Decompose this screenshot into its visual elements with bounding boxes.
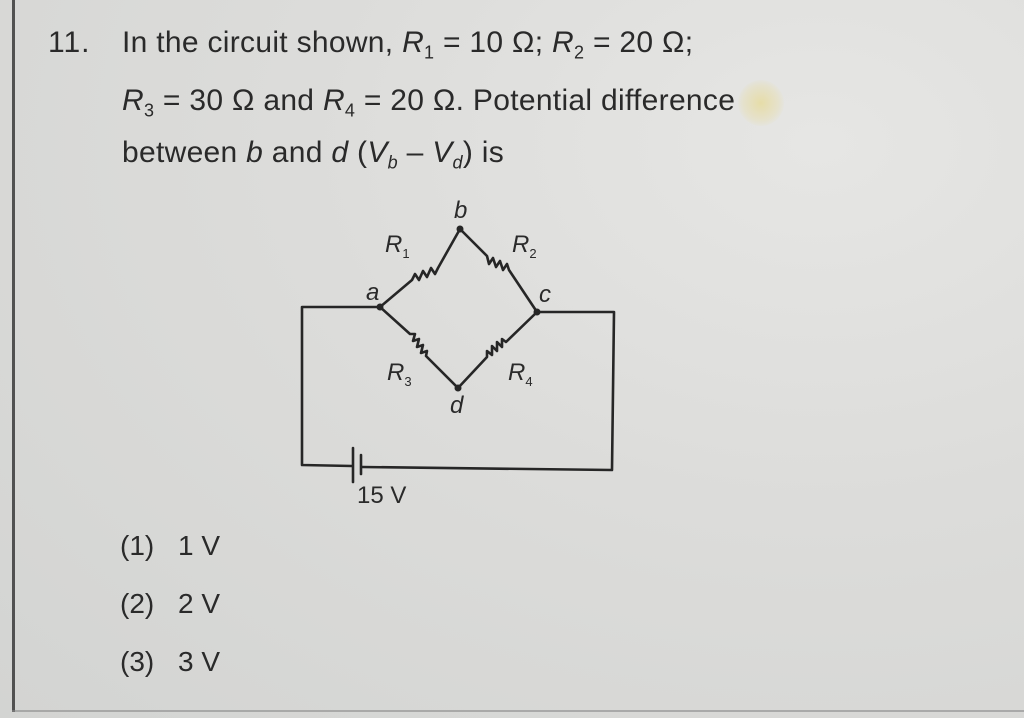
option-2[interactable]: (2) 2 V [120,588,220,620]
vb-symbol: V [367,136,388,169]
node-b-dot [456,225,464,233]
r2-diagram-label: R2 [512,231,537,261]
r2-subscript: 2 [574,42,585,63]
wire-a-b [378,227,462,309]
node-b-label: b [454,197,467,224]
option-1[interactable]: (1) 1 V [120,530,220,562]
r3-diagram-label: R3 [387,359,412,389]
wire-right-loop [360,310,616,472]
wire-d-c [456,310,539,390]
open-paren: ( [348,136,368,169]
r1-value: = 10 Ω; [434,26,553,59]
highlighter-smudge [738,80,784,126]
r3-symbol: R [122,84,144,117]
r4-subscript: 4 [344,100,356,121]
wire-left-loop [300,305,382,468]
minus-sign: – [397,136,433,169]
r1-symbol: R [402,26,425,59]
question-number: 11. [48,26,91,59]
vd-symbol: V [432,136,453,169]
r4-diagram-label: R4 [508,359,533,389]
question-line-1: In the circuit shown, R1 = 10 Ω; R2 = 20… [122,26,693,63]
question-line-2: R3 = 30 Ω and R4 = 20 Ω. Potential diffe… [122,84,735,121]
close-paren-is: ) is [462,136,505,169]
node-c-label: c [539,281,551,308]
option-3-number: (3) [120,646,155,677]
node-b-ref: b [246,136,264,169]
node-a-dot [376,303,384,311]
page-margin-line [12,0,15,712]
wire-b-c [458,227,539,314]
battery-voltage-label: 15 V [357,482,406,509]
r1-diagram-label: R1 [385,231,410,261]
node-d-label: d [450,392,464,419]
r3-subscript: 3 [143,100,155,121]
r2-symbol: R [552,26,575,59]
option-2-number: (2) [120,588,155,619]
between-text: between [122,136,247,169]
vb-subscript: b [387,152,398,173]
r4-symbol: R [322,84,345,117]
node-a-label: a [366,279,379,306]
option-3-text: 3 V [178,646,221,677]
r3-value: = 30 Ω and [154,84,323,117]
option-2-text: 2 V [178,588,221,619]
question-prefix: In the circuit shown, [122,26,403,59]
question-line-3: between b and d (Vb – Vd) is [122,136,504,173]
node-c-dot [533,308,541,316]
r4-value: = 20 Ω. Potential difference [355,84,736,117]
r1-subscript: 1 [424,42,435,63]
option-1-text: 1 V [178,530,221,561]
page-bottom-rule [12,710,1024,712]
option-3[interactable]: (3) 3 V [120,646,220,678]
node-d-dot [454,384,462,392]
and-text: and [263,136,332,169]
wire-a-d [378,305,460,390]
vd-subscript: d [452,152,463,173]
option-1-number: (1) [120,530,155,561]
node-d-ref: d [331,136,349,169]
r2-value: = 20 Ω; [584,26,694,59]
